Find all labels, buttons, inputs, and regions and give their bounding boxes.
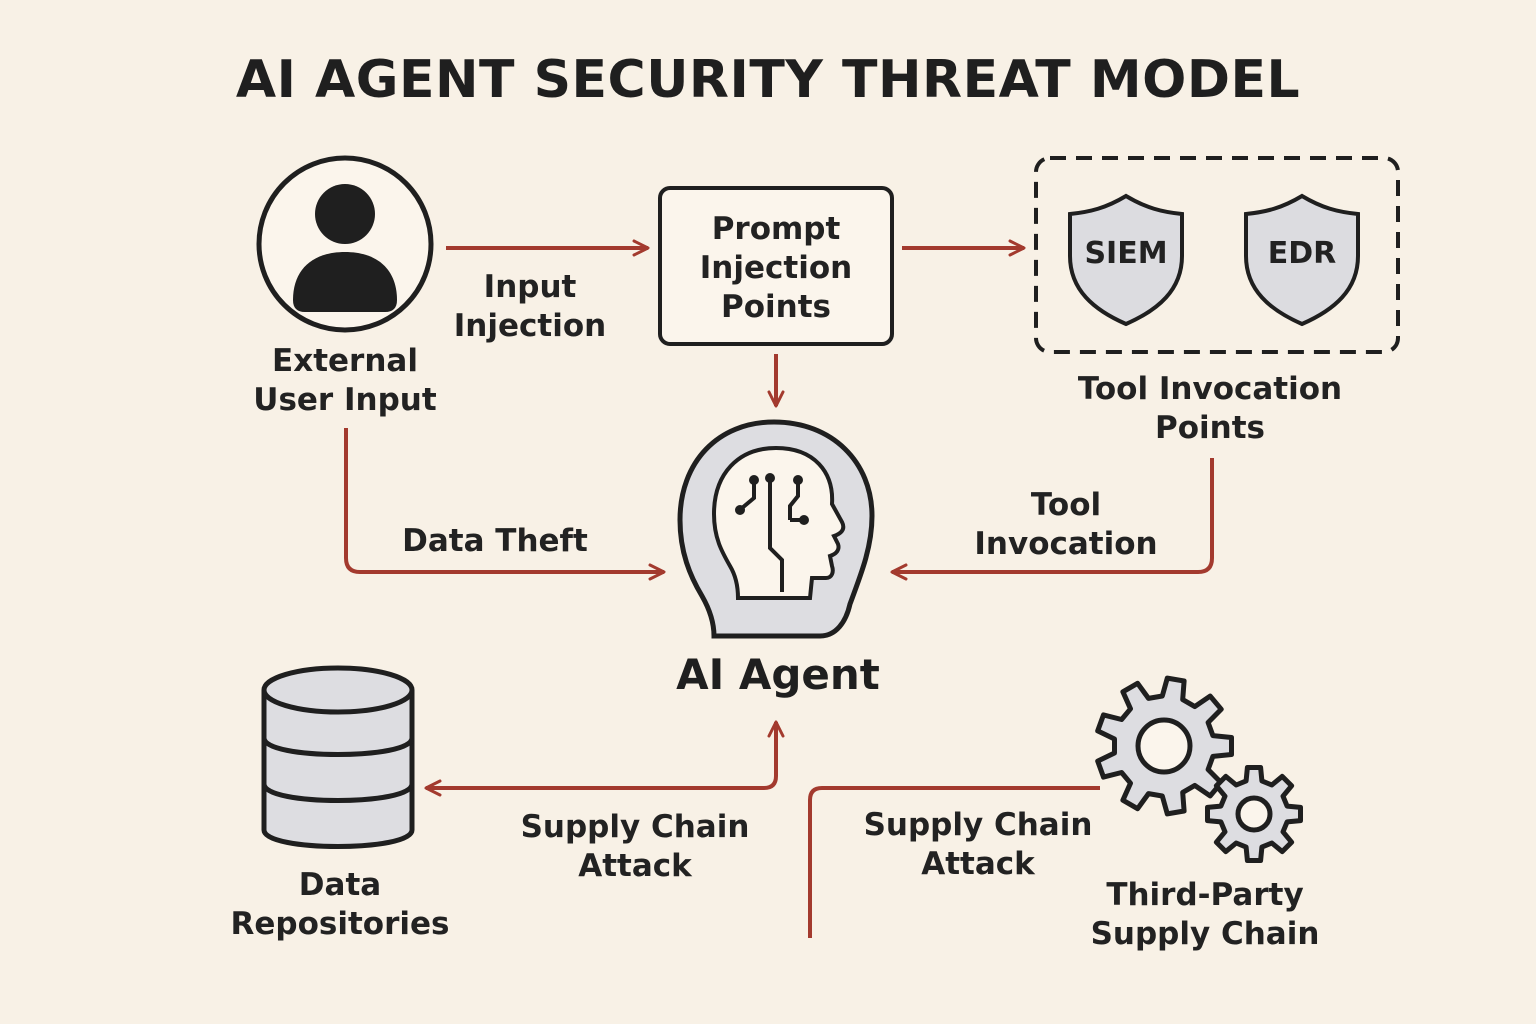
edge-label-input-injection: Input Injection [453, 269, 607, 344]
data-repositories-label: Data Repositories [230, 867, 450, 942]
third-party-label: Third-Party Supply Chain [1090, 877, 1320, 952]
diagram-title: AI AGENT SECURITY THREAT MODEL [235, 50, 1301, 110]
tool-invocation-points-label: Tool Invocation Points [1077, 371, 1343, 446]
siem-label: SIEM [1084, 236, 1168, 271]
gears-icon [1095, 675, 1303, 863]
arrow-data-theft [344, 428, 666, 581]
ai-head-icon [677, 419, 875, 639]
edge-label-data-theft: Data Theft [402, 523, 588, 559]
user-icon [256, 155, 434, 333]
edge-label-tool-invocation: Tool Invocation [974, 487, 1158, 562]
shield-icon [1068, 193, 1184, 327]
external-user-label: External User Input [253, 343, 437, 418]
prompt-injection-box [658, 186, 894, 346]
arrow-supply-chain-left [424, 728, 778, 797]
edr-label: EDR [1267, 236, 1337, 271]
shield-icon [1244, 193, 1360, 327]
database-icon [261, 665, 415, 849]
edge-label-supply-chain-left: Supply Chain Attack [520, 809, 750, 884]
ai-agent-label: AI Agent [676, 650, 880, 699]
arrow-tool-invocation [890, 458, 1214, 581]
arrow-supply-chain-right [808, 786, 1100, 938]
edge-label-supply-chain-right: Supply Chain Attack [863, 807, 1093, 882]
prompt-injection-label: Prompt Injection Points [699, 211, 853, 325]
tool-invocation-box [1034, 156, 1400, 354]
